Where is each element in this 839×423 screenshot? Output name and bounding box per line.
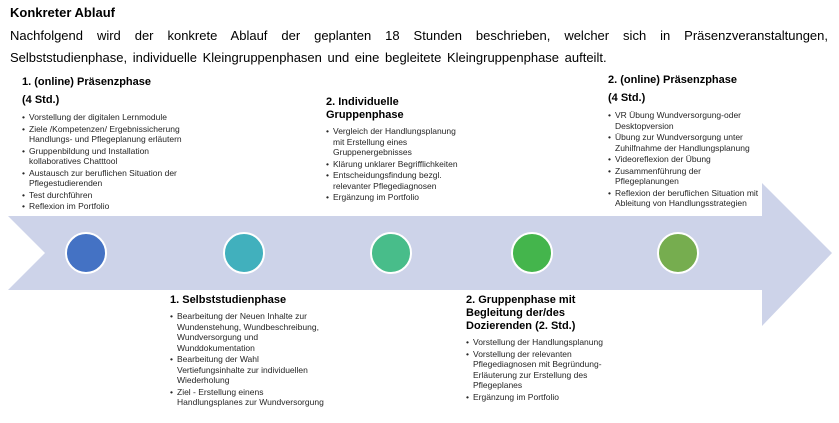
phase-title-line: 2. Individuelle [326,96,399,108]
phase-title-line: Gruppenphase [326,109,404,121]
phase-bullet: Ergänzung im Portfolio [466,392,626,403]
phase-bullet: Austausch zur beruflichen Situation der … [22,168,182,189]
phase-title-line: Begleitung der/des [466,307,566,319]
timeline-dot-3 [370,232,412,274]
phase-bullet: Gruppenbildung und Installation kollabor… [22,146,182,167]
intro-paragraph: Nachfolgend wird der konkrete Ablauf der… [10,28,828,65]
phase-selbststudienphase: 1. Selbststudienphase Bearbeitung der Ne… [170,294,327,409]
phase-bullet: Entscheidungsfindung bezgl. relevanter P… [326,170,461,191]
timeline-dot-5 [657,232,699,274]
timeline-dot-2 [223,232,265,274]
phase-bullet-list: VR Übung Wundversorgung-oder Desktopvers… [608,110,760,209]
phase-bullet: VR Übung Wundversorgung-oder Desktopvers… [608,110,760,131]
phase-bullet: Reflexion der beruflichen Situation mit … [608,188,760,209]
phase-bullet: Ziele /Kompetenzen/ Ergebnissicherung Ha… [22,124,182,145]
timeline-dot-4 [511,232,553,274]
phase-bullet: Bearbeitung der Neuen Inhalte zur Wunden… [170,311,327,353]
phase-title-line: 2. (online) Präsenzphase [608,74,737,86]
phase-title-line: 2. Gruppenphase mit [466,294,576,306]
phase-bullet: Vorstellung der digitalen Lernmodule [22,112,182,123]
phase-bullet: Übung zur Wundversorgung unter Zuhilfnah… [608,132,760,153]
phase-bullet: Ergänzung im Portfolio [326,192,461,203]
page-title: Konkreter Ablauf [10,5,115,20]
phase-title-line: (4 Std.) [608,92,646,104]
right-arrow-shape [8,183,832,326]
phase-bullet: Klärung unklarer Begrifflichkeiten [326,159,461,170]
phase-bullet: Reflexion im Portfolio [22,201,182,212]
phase-bullet-list: Vorstellung der digitalen LernmoduleZiel… [22,112,182,212]
phase-title-line: Dozierenden (2. Std.) [466,320,576,332]
phase-bullet-list: Bearbeitung der Neuen Inhalte zur Wunden… [170,311,327,408]
phase-online-praesenzphase-1: 1. (online) Präsenzphase (4 Std.) Vorstel… [22,76,182,213]
phase-online-praesenzphase-2: 2. (online) Präsenzphase (4 Std.) VR Übun… [608,74,760,210]
phase-bullet: Zusammenführung der Pflegeplanungen [608,166,760,187]
phase-bullet: Vorstellung der relevanten Pflegediagnos… [466,349,626,391]
phase-title: 1. Selbststudienphase [170,294,327,307]
phase-bullet: Videoreflexion der Übung [608,154,760,165]
phase-bullet: Vorstellung der Handlungsplanung [466,337,626,348]
phase-title-line: 1. (online) Präsenzphase [22,76,151,88]
phase-bullet-list: Vergleich der Handlungsplanung mit Erste… [326,126,461,203]
phase-title: 2. (online) Präsenzphase (4 Std.) [608,74,760,105]
phase-bullet: Vergleich der Handlungsplanung mit Erste… [326,126,461,158]
phase-bullet: Bearbeitung der Wahl Vertiefungsinhalte … [170,354,327,386]
phase-bullet: Ziel - Erstellung einens Handlungsplanes… [170,387,327,408]
phase-title-line: 1. Selbststudienphase [170,294,287,306]
phase-bullet-list: Vorstellung der HandlungsplanungVorstell… [466,337,626,402]
phase-title: 1. (online) Präsenzphase (4 Std.) [22,76,182,107]
timeline-dot-1 [65,232,107,274]
phase-bullet: Test durchführen [22,190,182,201]
phase-title-line: (4 Std.) [22,94,60,106]
